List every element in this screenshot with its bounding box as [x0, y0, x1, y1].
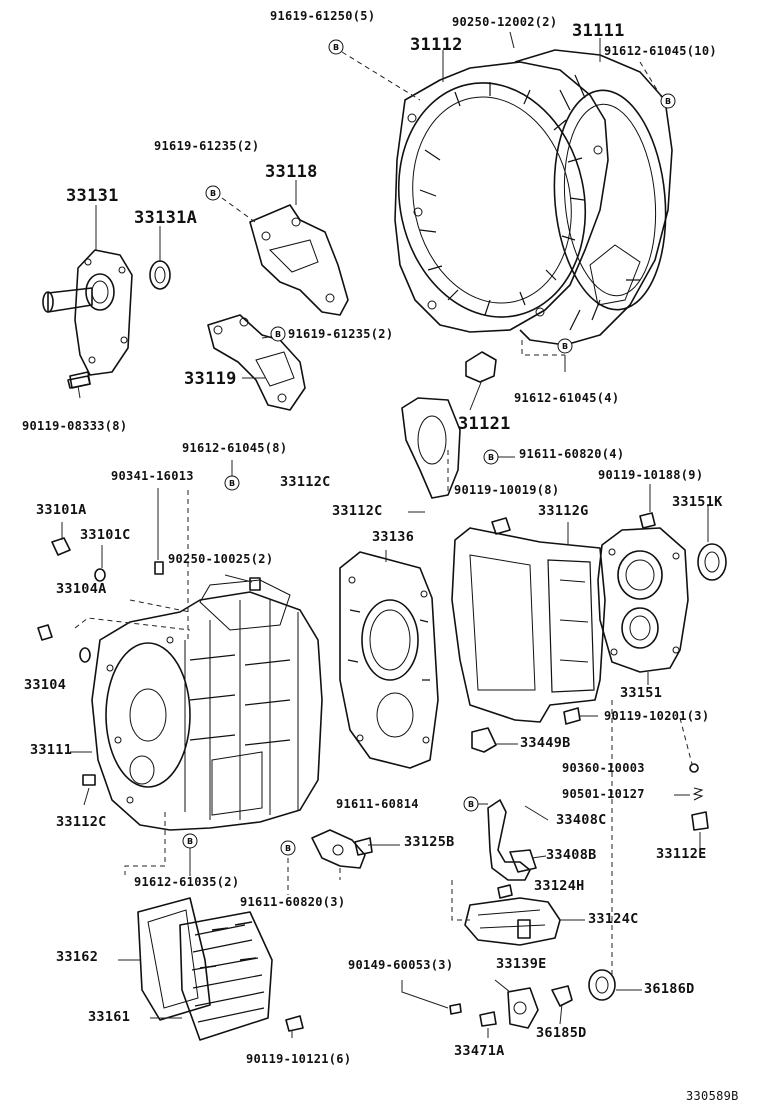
part-label-33131A: 33131A	[134, 208, 198, 228]
extension-housing-33112G-drawing	[451, 517, 606, 899]
bell-housing-31111-drawing	[514, 49, 673, 346]
rear-case-33151-drawing	[597, 512, 727, 673]
part-label-31111: 31111	[572, 21, 625, 41]
svg-text:B: B	[333, 43, 339, 52]
plate-33136-drawing	[339, 551, 439, 769]
bolt-marker: B	[328, 39, 344, 55]
part-label-33112C-a: 33112C	[280, 474, 331, 490]
part-label-90501-10127: 90501-10127	[562, 787, 645, 801]
part-label-33104A: 33104A	[56, 581, 107, 597]
part-label-91612-61045-4: 91612-61045(4)	[514, 391, 620, 405]
part-label-33162: 33162	[56, 949, 99, 965]
bracket-33118-drawing	[249, 204, 349, 316]
transmission-case-33111-drawing	[37, 537, 323, 831]
svg-text:B: B	[665, 97, 671, 106]
svg-text:B: B	[187, 837, 193, 846]
part-label-90149-60053: 90149-60053(3)	[348, 958, 454, 972]
part-label-33101A: 33101A	[36, 502, 87, 518]
part-label-90119-08333: 90119-08333(8)	[22, 419, 128, 433]
part-label-33112G: 33112G	[538, 503, 589, 519]
part-label-33119: 33119	[184, 369, 237, 389]
svg-text:B: B	[468, 800, 474, 809]
bolt-marker: B	[280, 840, 296, 856]
part-label-90119-10019: 90119-10019(8)	[454, 483, 560, 497]
bolt-marker: B	[182, 833, 198, 849]
part-label-91612-61035: 91612-61035(2)	[134, 875, 240, 889]
svg-text:B: B	[488, 453, 494, 462]
part-label-90250-10025: 90250-10025(2)	[168, 552, 274, 566]
part-label-33104: 33104	[24, 677, 67, 693]
bolt-marker: B	[224, 475, 240, 491]
part-label-33136: 33136	[372, 529, 415, 545]
part-label-33449B: 33449B	[520, 735, 571, 751]
lever-33125B-drawing	[311, 829, 373, 869]
bolt-marker: B	[270, 326, 286, 342]
part-label-33161: 33161	[88, 1009, 131, 1025]
bolt-marker: B	[463, 796, 479, 812]
part-label-33408B: 33408B	[546, 847, 597, 863]
bolt-marker: B	[557, 338, 573, 354]
part-label-91619-61250: 91619-61250(5)	[270, 9, 376, 23]
bolt-marker: B	[660, 93, 676, 109]
part-label-33131: 33131	[66, 186, 119, 206]
svg-text:B: B	[210, 189, 216, 198]
cover-33162-drawing	[137, 897, 211, 1021]
part-label-91612-61045-8: 91612-61045(8)	[182, 441, 288, 455]
part-label-90360-10003: 90360-10003	[562, 761, 645, 775]
part-label-36185D: 36185D	[536, 1025, 587, 1041]
part-label-31121: 31121	[458, 414, 511, 434]
bolt-marker: B	[483, 449, 499, 465]
cover-31121-drawing	[401, 351, 497, 499]
cover-33161-drawing	[179, 911, 273, 1041]
part-label-33124C: 33124C	[588, 911, 639, 927]
part-label-33101C: 33101C	[80, 527, 131, 543]
part-label-36186D: 36186D	[644, 981, 695, 997]
part-label-33125B: 33125B	[404, 834, 455, 850]
part-label-91611-60820-3: 91611-60820(3)	[240, 895, 346, 909]
part-label-90119-10188: 90119-10188(9)	[598, 468, 704, 482]
small-parts-drawing	[69, 371, 709, 1032]
part-label-90119-10201: 90119-10201(3)	[604, 709, 710, 723]
part-label-33112C-b: 33112C	[332, 503, 383, 519]
part-label-33151: 33151	[620, 685, 663, 701]
leader-lines	[61, 31, 709, 1038]
bolt-marker: B	[205, 185, 221, 201]
part-label-33124H: 33124H	[534, 878, 585, 894]
part-label-33471A: 33471A	[454, 1043, 505, 1059]
bell-housing-31112-drawing	[394, 61, 609, 333]
part-label-33118: 33118	[265, 162, 318, 182]
part-label-90119-10121: 90119-10121(6)	[246, 1052, 352, 1066]
part-label-33112C-c: 33112C	[56, 814, 107, 830]
sensor-33408B-drawing	[471, 727, 537, 881]
part-label-33111: 33111	[30, 742, 73, 758]
svg-text:B: B	[229, 479, 235, 488]
cover-33124C-drawing	[464, 897, 561, 946]
part-label-33151K: 33151K	[672, 494, 723, 510]
part-label-90341-16013: 90341-16013	[111, 469, 194, 483]
part-label-33139E: 33139E	[496, 956, 547, 972]
svg-text:B: B	[285, 844, 291, 853]
bracket-33119-drawing	[207, 314, 306, 411]
part-label-91619-61235-a: 91619-61235(2)	[154, 139, 260, 153]
part-label-91612-61045-10: 91612-61045(10)	[604, 44, 717, 58]
part-label-91619-61235-b: 91619-61235(2)	[288, 327, 394, 341]
figure-code: 330589B	[686, 1089, 739, 1103]
bolt-markers: B B B B B B B B B B	[182, 39, 676, 856]
svg-text:B: B	[275, 330, 281, 339]
extension-33131-drawing	[42, 249, 171, 389]
svg-text:B: B	[562, 342, 568, 351]
part-label-31112: 31112	[410, 35, 463, 55]
part-label-90250-12002: 90250-12002(2)	[452, 15, 558, 29]
part-label-91611-60814: 91611-60814	[336, 797, 419, 811]
part-label-33112E: 33112E	[656, 846, 707, 862]
part-label-91611-60820-4: 91611-60820(4)	[519, 447, 625, 461]
part-label-33408C: 33408C	[556, 812, 607, 828]
